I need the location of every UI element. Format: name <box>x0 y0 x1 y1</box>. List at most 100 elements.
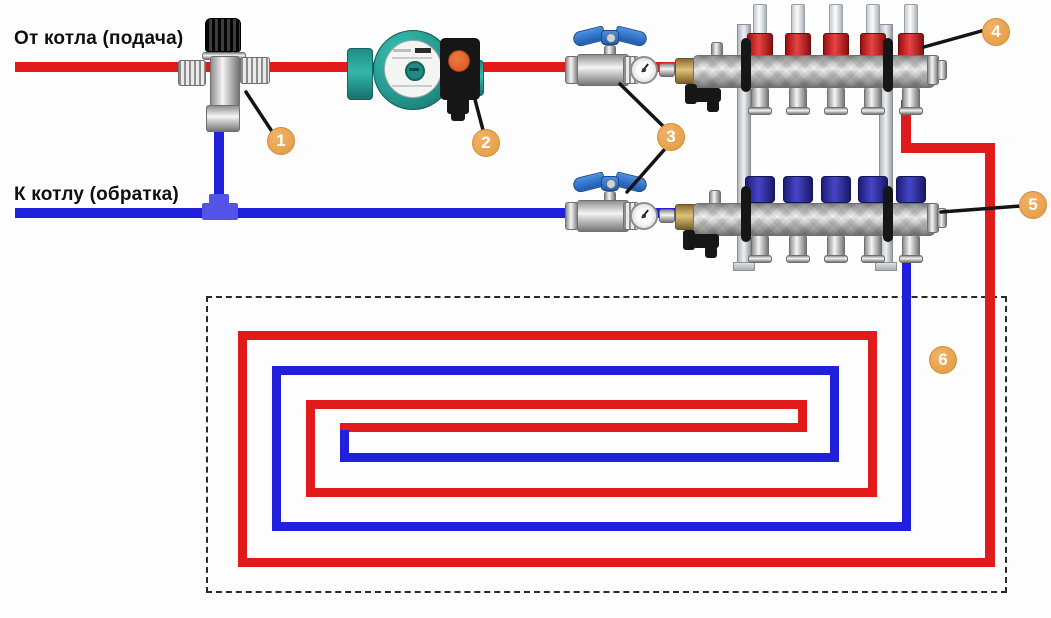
outlet-collar <box>861 255 885 263</box>
outlet-collar <box>786 107 810 115</box>
badge-6-floor-loop: 6 <box>929 346 957 374</box>
valve-body <box>577 200 629 232</box>
outlet-collar <box>861 107 885 115</box>
leader-line-5 <box>939 204 1023 214</box>
badge-2-pump: 2 <box>472 129 500 157</box>
loop-red-top-inner <box>306 400 807 409</box>
drain-valve-handle <box>685 84 697 104</box>
manifold-clamp <box>741 186 751 242</box>
outlet-collar <box>748 255 772 263</box>
bracket-foot <box>733 262 755 271</box>
supply-drop-vertical <box>901 100 911 153</box>
pump-left-flange <box>347 48 373 100</box>
mixing-valve-drop-pipe <box>214 120 224 212</box>
outlet-collar <box>899 107 923 115</box>
loop-red-bottom-inner <box>306 488 877 497</box>
leader-line-3a <box>618 82 668 131</box>
loop-blue-right-inner <box>830 366 839 462</box>
circulation-pump <box>345 8 487 124</box>
valve-body <box>577 54 629 86</box>
pump-label-mark <box>415 48 431 53</box>
loop-blue-top <box>272 366 839 375</box>
outlet-collar <box>786 255 810 263</box>
pump-cable-gland-tip <box>451 113 465 121</box>
thermometer-dial <box>630 56 658 84</box>
floor-zone-dashed-border <box>206 296 1007 593</box>
leader-line-3b <box>625 148 666 194</box>
manifold-clamp <box>883 38 893 92</box>
return-manifold <box>675 170 947 270</box>
tee-fitting <box>202 203 238 220</box>
drain-valve-handle <box>683 230 695 250</box>
loop-blue-bottom <box>272 522 911 531</box>
loop-blue-center-run <box>340 453 839 462</box>
loop-red-bottom-outer <box>238 558 995 567</box>
leader-line-1 <box>244 90 275 135</box>
supply-port-cap <box>785 33 811 57</box>
loop-red-center-run <box>340 423 807 432</box>
pump-label-line <box>392 57 432 59</box>
supply-drop-horizontal <box>901 143 995 153</box>
return-riser-to-manifold <box>902 238 911 531</box>
mixing-valve-knob <box>205 18 241 52</box>
mixing-valve-left-union <box>178 60 206 86</box>
ball-valve-thermometer-return <box>563 171 695 236</box>
outlet-collar <box>899 255 923 263</box>
drain-valve-body <box>693 234 719 248</box>
return-line-label: К котлу (обратка) <box>14 184 179 205</box>
pump-shaft-slot <box>409 68 419 71</box>
manifold-barrel <box>693 55 935 88</box>
supply-right-riser <box>985 143 995 567</box>
pump-label-line <box>392 85 432 87</box>
supply-manifold <box>675 2 947 116</box>
manifold-end-plug <box>937 60 947 80</box>
thermostatic-mixing-valve <box>178 14 272 138</box>
outlet-collar <box>824 255 848 263</box>
pump-shaft-plug <box>405 61 425 81</box>
loop-red-center-drop <box>798 400 807 432</box>
pump-orange-button <box>448 50 470 72</box>
pump-label-line <box>393 49 411 52</box>
badge-4-supply-manifold: 4 <box>982 18 1010 46</box>
mixing-valve-bottom-union <box>206 105 240 132</box>
thermometer-dial <box>630 202 658 230</box>
thermometer-stub <box>659 63 675 77</box>
return-pipe-main <box>15 208 685 218</box>
thermometer-pivot <box>642 214 646 218</box>
badge-5-return-manifold: 5 <box>1019 191 1047 219</box>
thermometer-pivot <box>642 68 646 72</box>
badge-3-ball-valves: 3 <box>657 123 685 151</box>
outlet-collar <box>748 107 772 115</box>
leader-line-4 <box>922 28 987 49</box>
return-port-cap <box>783 176 813 203</box>
supply-port-cap <box>898 33 924 57</box>
manifold-clamp <box>883 186 893 242</box>
manifold-end-plug <box>937 208 947 228</box>
ball-valve-thermometer-supply <box>563 25 695 90</box>
valve-handle-screw <box>606 33 616 43</box>
bracket-foot <box>875 262 897 271</box>
manifold-clamp <box>741 38 751 92</box>
loop-red-left-outer <box>238 331 247 567</box>
pump-label-face <box>384 40 442 98</box>
supply-port-cap <box>860 33 886 57</box>
supply-line-label: От котла (подача) <box>14 28 184 49</box>
return-port-cap <box>896 176 926 203</box>
valve-handle-screw <box>606 179 616 189</box>
pump-cable-gland <box>447 98 469 114</box>
loop-red-right-inner <box>868 331 877 497</box>
loop-blue-left <box>272 366 281 531</box>
drain-valve-body <box>695 88 721 102</box>
leader-line-2 <box>471 90 485 132</box>
loop-blue-center-elbow <box>340 430 349 462</box>
thermometer-stub <box>659 209 675 223</box>
return-port-cap <box>821 176 851 203</box>
drain-valve-spout <box>707 100 719 112</box>
drain-valve-spout <box>705 246 717 258</box>
outlet-collar <box>824 107 848 115</box>
loop-red-left-inner <box>306 400 315 497</box>
badge-1-mixing-valve: 1 <box>267 127 295 155</box>
loop-red-top-outer <box>238 331 877 340</box>
